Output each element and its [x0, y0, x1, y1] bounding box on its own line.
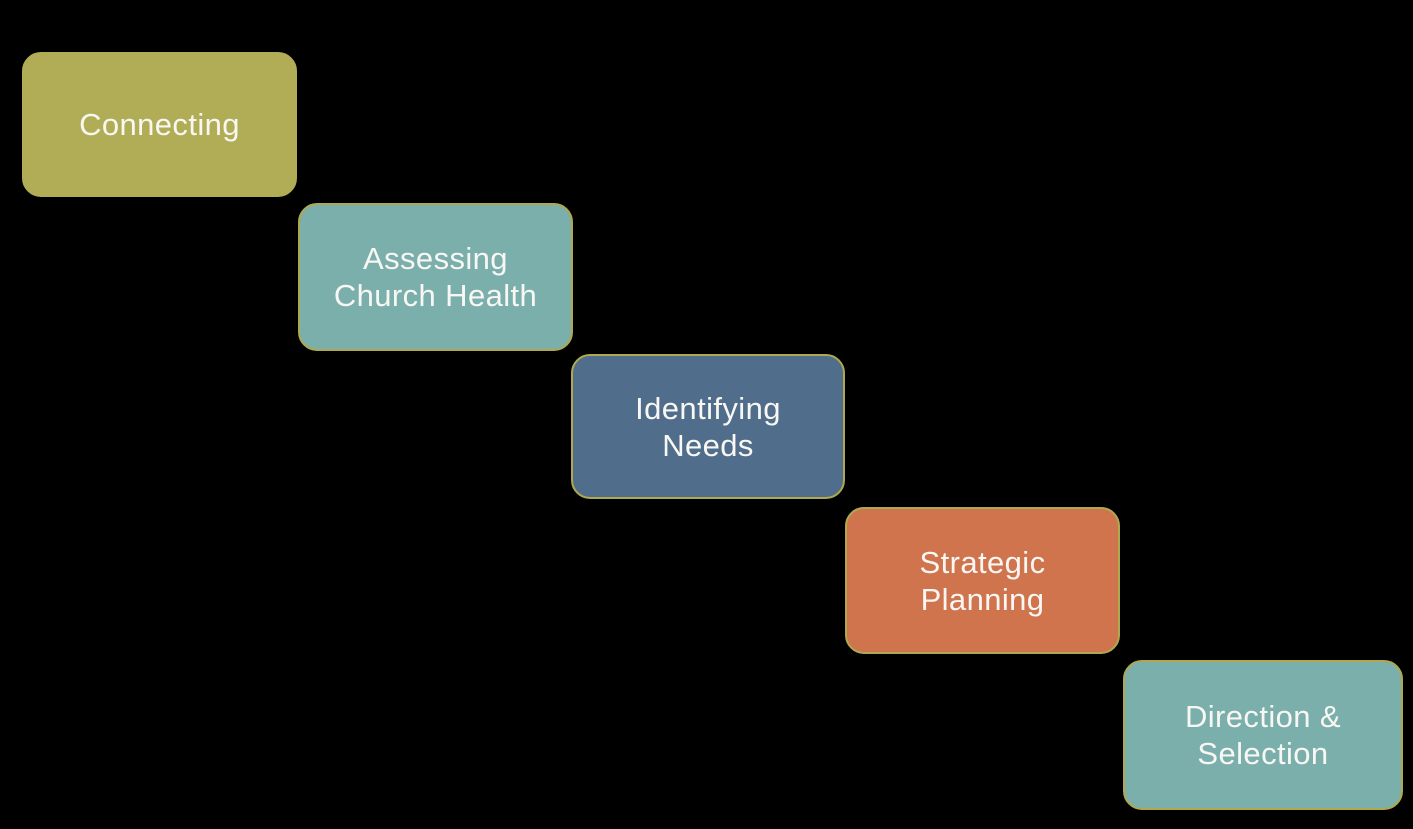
- step-label-line: Selection: [1197, 736, 1329, 771]
- step-label-line: Strategic: [919, 544, 1046, 580]
- step-label-line: Connecting: [79, 107, 240, 142]
- step-label-line: Assessing: [363, 241, 508, 276]
- step-label-line: Identifying: [635, 390, 781, 426]
- step-identifying-needs: Identifying Needs: [571, 354, 845, 499]
- step-strategic-planning: Strategic Planning: [845, 507, 1120, 654]
- step-assessing-church-health: Assessing Church Health: [298, 203, 573, 351]
- step-direction-and-selection: Direction & Selection: [1123, 660, 1403, 810]
- step-label-line: Planning: [920, 581, 1045, 617]
- step-connecting: Connecting: [22, 52, 297, 197]
- step-label-line: Church Health: [333, 278, 538, 313]
- step-label-line: Needs: [662, 427, 754, 463]
- step-label-line: Direction &: [1184, 699, 1341, 734]
